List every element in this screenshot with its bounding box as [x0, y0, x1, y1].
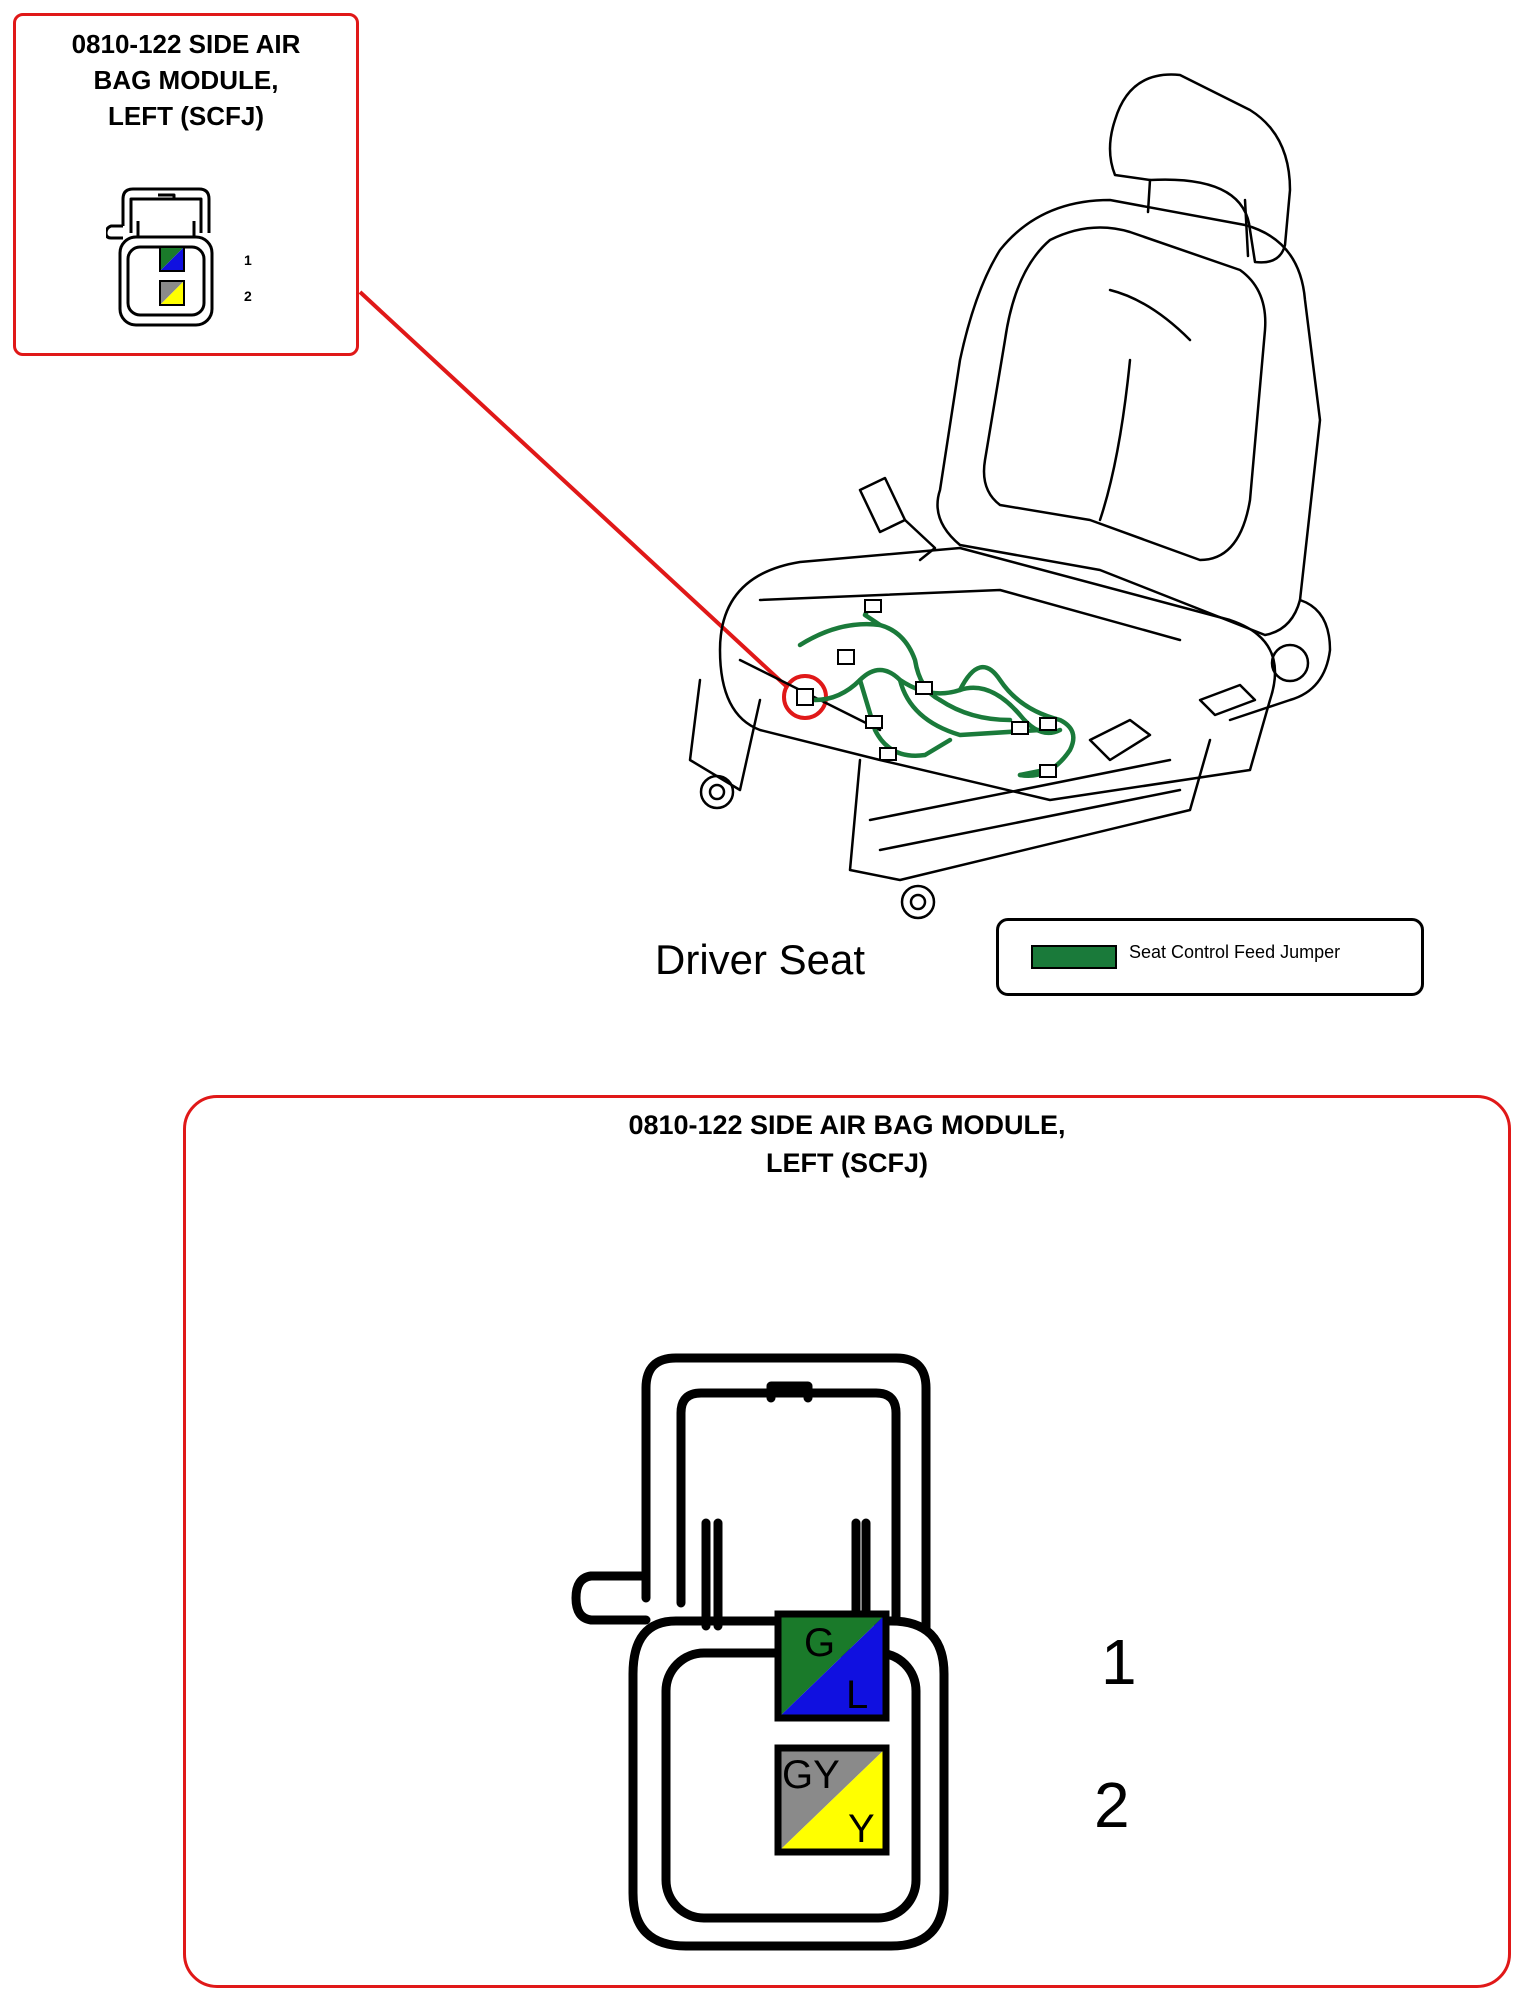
connector-thumbnail-panel: 0810-122 SIDE AIR BAG MODULE, LEFT (SCFJ…	[13, 13, 359, 356]
pin-2-color-a: GY	[782, 1753, 840, 1797]
harness-legend: Seat Control Feed Jumper	[996, 918, 1424, 996]
pin-1-thumb-swatch	[159, 246, 185, 272]
pin-2-thumb-number: 2	[244, 288, 252, 304]
connector-detail-title: 0810-122 SIDE AIR BAG MODULE, LEFT (SCFJ…	[628, 1110, 1066, 1178]
connector-detail-panel: 0810-122 SIDE AIR BAG MODULE, LEFT (SCFJ…	[183, 1095, 1511, 1988]
pin-1-number: 1	[1101, 1626, 1137, 1698]
driver-seat-illustration	[688, 73, 1332, 920]
pin-1-color-swatch: G L	[774, 1610, 890, 1722]
pin-2-color-b: Y	[848, 1807, 875, 1851]
legend-label: Seat Control Feed Jumper	[1129, 942, 1341, 962]
driver-seat-caption: Driver Seat	[655, 936, 866, 983]
connector-thumbnail-title: 0810-122 SIDE AIR BAG MODULE, LEFT (SCFJ…	[71, 29, 301, 131]
pin-1-thumb-number: 1	[244, 252, 252, 268]
legend-swatch	[1031, 945, 1117, 969]
pin-1-color-a: G	[804, 1621, 835, 1665]
pin-1-color-b: L	[846, 1673, 868, 1717]
connector-face-drawing	[571, 1353, 949, 1951]
pin-2-color-swatch: GY Y	[774, 1744, 890, 1856]
pin-2-number: 2	[1094, 1769, 1130, 1841]
pin-2-thumb-swatch	[159, 280, 185, 306]
